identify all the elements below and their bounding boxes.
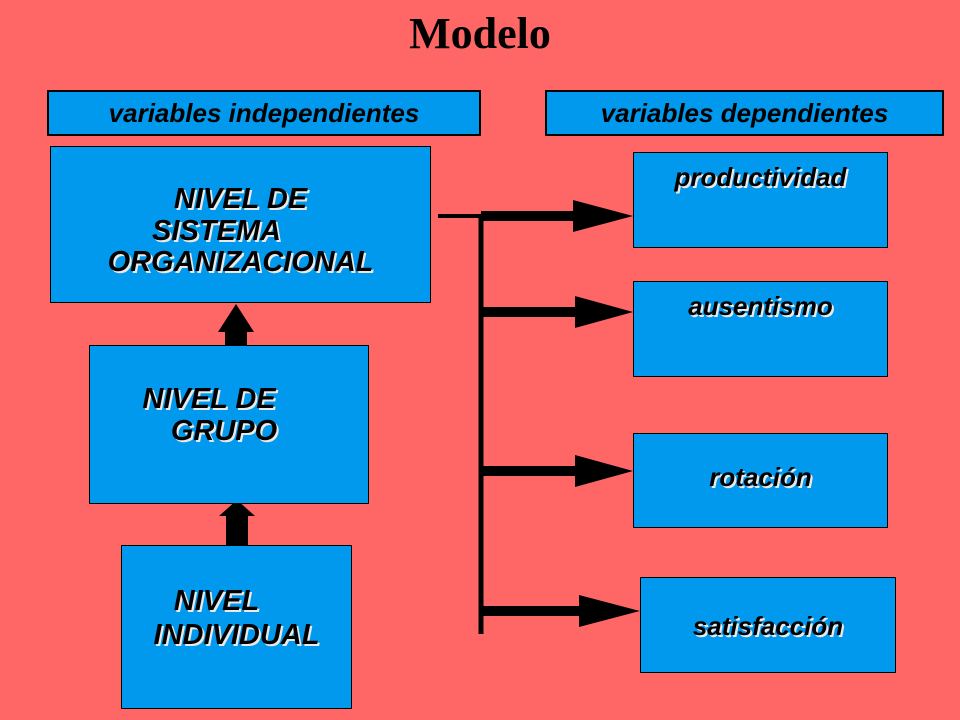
box-group-level: NIVEL DE GRUPO <box>89 345 369 504</box>
satisfaccion-label: satisfacción <box>692 610 844 641</box>
ausentismo-label: ausentismo <box>688 290 833 321</box>
organizational-line-2: SISTEMA <box>152 214 281 247</box>
group-line-2: GRUPO <box>170 414 278 447</box>
productividad-label: productividad <box>674 161 847 192</box>
box-organizational-level: NIVEL DE SISTEMA ORGANIZACIONAL <box>50 146 431 303</box>
header-dependent-variables: variables dependientes <box>545 90 944 136</box>
organizational-line-1: NIVEL DE <box>173 182 308 215</box>
slide-title: Modelo <box>409 9 551 58</box>
arrow-to-satisfaccion <box>481 595 640 627</box>
arrow-to-productividad <box>481 200 633 232</box>
box-ausentismo: ausentismo <box>633 281 888 377</box>
rotacion-label: rotación <box>709 462 812 493</box>
arrow-individual-to-group <box>219 500 255 552</box>
box-individual-level: NIVEL INDIVIDUAL <box>121 545 352 709</box>
group-line-1: NIVEL DE <box>142 382 276 415</box>
organizational-line-3: ORGANIZACIONAL <box>107 246 374 279</box>
individual-line-2: INDIVIDUAL <box>153 619 320 651</box>
header-independent-variables: variables independientes <box>47 90 481 136</box>
arrow-to-ausentismo <box>481 296 633 328</box>
arrow-to-rotacion <box>481 455 633 487</box>
box-productividad: productividad <box>633 152 888 248</box>
branch-connector <box>438 214 484 634</box>
individual-line-1: NIVEL <box>173 585 260 618</box>
box-rotacion: rotación <box>633 433 888 528</box>
box-satisfaccion: satisfacción <box>640 577 896 673</box>
